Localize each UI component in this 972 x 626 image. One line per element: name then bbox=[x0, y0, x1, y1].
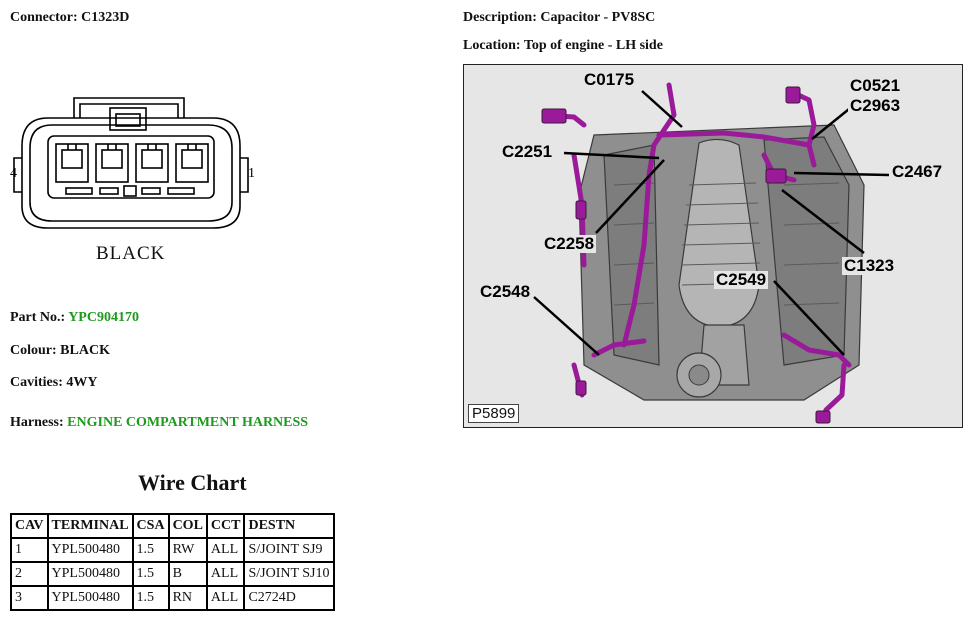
cell-terminal: YPL500480 bbox=[46, 537, 134, 563]
description-field: Description: Capacitor - PV8SC bbox=[463, 10, 655, 26]
connector-label: Connector: bbox=[10, 10, 78, 25]
cavities-value: 4WY bbox=[66, 375, 98, 390]
location-label: Location: bbox=[463, 38, 521, 53]
cell-cct: ALL bbox=[205, 585, 246, 611]
cell-cct: ALL bbox=[205, 561, 246, 587]
cell-destn: S/JOINT SJ10 bbox=[243, 561, 335, 587]
cell-csa: 1.5 bbox=[131, 537, 170, 563]
connector-colour-caption: BLACK bbox=[96, 243, 166, 264]
pin-4-label: 4 bbox=[10, 166, 17, 181]
cavities-field: Cavities: 4WY bbox=[10, 375, 98, 391]
column-header-col: COL bbox=[167, 513, 208, 539]
connector-face-diagram: 4 1 bbox=[10, 97, 255, 229]
cell-col: B bbox=[167, 561, 208, 587]
wire-chart-title: Wire Chart bbox=[138, 470, 247, 495]
engine-location-figure: C0175 C0521 C2963 C2251 C2467 C2258 C132… bbox=[463, 64, 963, 428]
engine-illustration bbox=[464, 65, 962, 427]
part-no-link[interactable]: YPC904170 bbox=[68, 310, 139, 325]
callout-c0175: C0175 bbox=[582, 70, 637, 89]
callout-c2963: C2963 bbox=[848, 96, 903, 115]
column-header-cct: CCT bbox=[205, 513, 246, 539]
callout-c2549: C2549 bbox=[714, 270, 769, 289]
callout-c2251: C2251 bbox=[500, 142, 555, 161]
connector-field: Connector: C1323D bbox=[10, 10, 129, 26]
column-header-destn: DESTN bbox=[243, 513, 335, 539]
cell-col: RW bbox=[167, 537, 208, 563]
wire-chart-header-row: CAV TERMINAL CSA COL CCT DESTN bbox=[10, 513, 335, 539]
harness-label: Harness: bbox=[10, 415, 64, 430]
cell-col: RN bbox=[167, 585, 208, 611]
wire-chart-table: CAV TERMINAL CSA COL CCT DESTN 1 YPL5004… bbox=[10, 513, 335, 611]
harness-field: Harness: ENGINE COMPARTMENT HARNESS bbox=[10, 415, 308, 431]
figure-reference: P5899 bbox=[468, 404, 520, 423]
connector-value: C1323D bbox=[81, 10, 130, 25]
cell-terminal: YPL500480 bbox=[46, 561, 134, 587]
table-row: 2 YPL500480 1.5 B ALL S/JOINT SJ10 bbox=[10, 561, 335, 587]
cell-terminal: YPL500480 bbox=[46, 585, 134, 611]
part-no-field: Part No.: YPC904170 bbox=[10, 310, 139, 326]
location-value: Top of engine - LH side bbox=[523, 38, 663, 53]
colour-value: BLACK bbox=[60, 343, 110, 358]
cell-cav: 3 bbox=[10, 585, 49, 611]
harness-link[interactable]: ENGINE COMPARTMENT HARNESS bbox=[67, 415, 309, 430]
column-header-cav: CAV bbox=[10, 513, 49, 539]
pin-1-label: 1 bbox=[248, 166, 255, 181]
table-row: 3 YPL500480 1.5 RN ALL C2724D bbox=[10, 585, 335, 611]
part-no-label: Part No.: bbox=[10, 310, 66, 325]
description-value: Capacitor - PV8SC bbox=[540, 10, 656, 25]
cell-cav: 2 bbox=[10, 561, 49, 587]
column-header-terminal: TERMINAL bbox=[46, 513, 134, 539]
cavities-label: Cavities: bbox=[10, 375, 63, 390]
callout-c2467: C2467 bbox=[890, 162, 945, 181]
column-header-csa: CSA bbox=[131, 513, 170, 539]
callout-c1323: C1323 bbox=[842, 256, 897, 275]
callout-c0521: C0521 bbox=[848, 76, 903, 95]
callout-c2258: C2258 bbox=[542, 234, 597, 253]
description-label: Description: bbox=[463, 10, 537, 25]
table-row: 1 YPL500480 1.5 RW ALL S/JOINT SJ9 bbox=[10, 537, 335, 563]
colour-label: Colour: bbox=[10, 343, 57, 358]
cell-cct: ALL bbox=[205, 537, 246, 563]
cell-destn: S/JOINT SJ9 bbox=[243, 537, 335, 563]
callout-c2548: C2548 bbox=[478, 282, 533, 301]
cell-destn: C2724D bbox=[243, 585, 335, 611]
cell-cav: 1 bbox=[10, 537, 49, 563]
colour-field: Colour: BLACK bbox=[10, 343, 110, 359]
cell-csa: 1.5 bbox=[131, 561, 170, 587]
cell-csa: 1.5 bbox=[131, 585, 170, 611]
location-field: Location: Top of engine - LH side bbox=[463, 38, 663, 54]
